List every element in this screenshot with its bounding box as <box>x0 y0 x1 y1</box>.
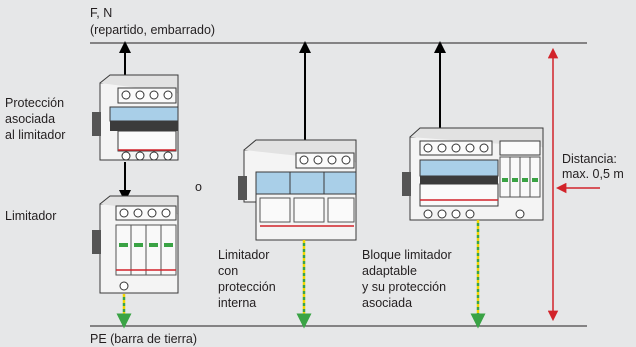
protection-breaker-device <box>92 41 179 161</box>
bottom-bus-label: PE (barra de tierra) <box>90 332 197 346</box>
right-label-line3: y su protección <box>362 280 446 294</box>
right-label-line4: asociada <box>362 296 412 310</box>
distance-label-line2: max. 0,5 m <box>562 167 624 181</box>
protection-label-line1: Protección <box>5 96 64 110</box>
middle-label-line2: con <box>218 264 238 278</box>
protection-label-line3: al limitador <box>5 128 65 142</box>
top-bus-label-line1: F, N <box>90 6 112 20</box>
right-label-line2: adaptable <box>362 264 417 278</box>
right-label-line1: Bloque limitador <box>362 248 452 262</box>
protection-label-line2: asociada <box>5 112 55 126</box>
limiter-device <box>92 195 179 294</box>
or-label: o <box>195 180 202 194</box>
limiter-with-internal-protection-device <box>238 41 357 241</box>
middle-label-line1: Limitador <box>218 248 269 262</box>
middle-label-line3: protección <box>218 280 276 294</box>
adaptable-limiter-block-device <box>402 41 544 221</box>
limiter-label: Limitador <box>5 209 56 223</box>
top-bus-label-line2: (repartido, embarrado) <box>90 23 215 37</box>
distance-label-line1: Distancia: <box>562 152 617 166</box>
middle-label-line4: interna <box>218 296 256 310</box>
